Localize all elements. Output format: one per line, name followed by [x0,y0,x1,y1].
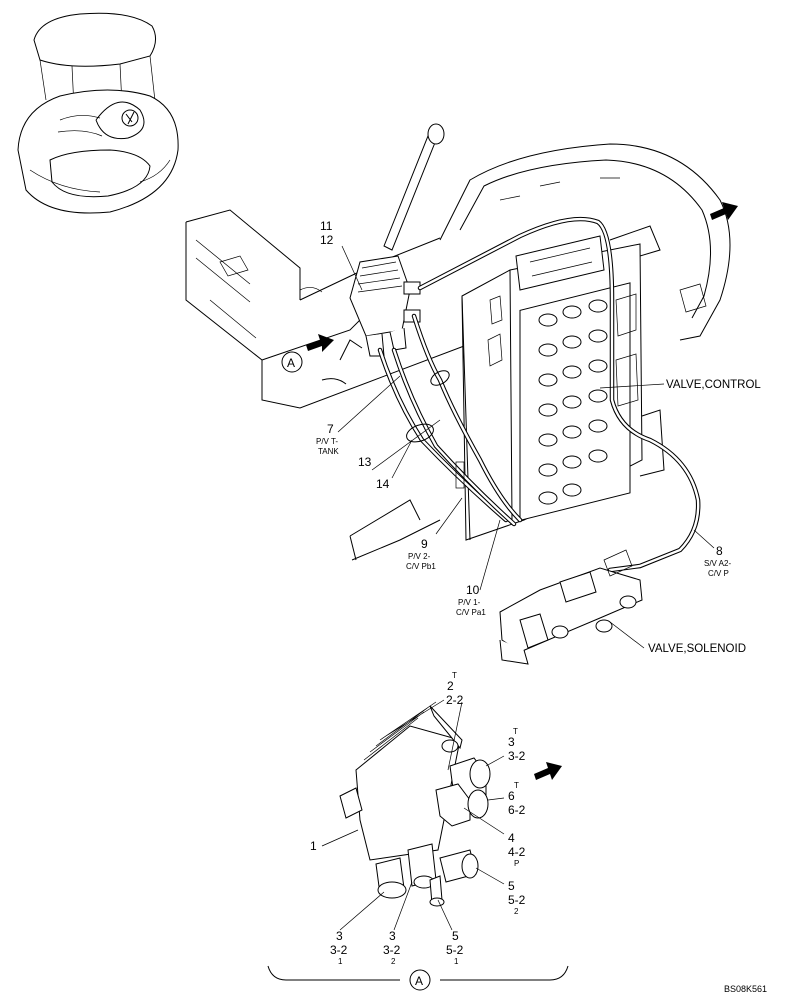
solenoid-valve [499,549,643,665]
view-marker-lower: A [415,974,423,988]
callout-10-sub1: P/V 1- [458,598,481,607]
detail-4: 4 [508,831,515,845]
detail-2: 2 [447,679,454,693]
detail-labels: T 2 2-2 T 3 3-2 T 6 6-2 4 4-2 P 1 5 5-2 … [310,671,526,966]
callout-7-sub1: P/V T- [316,437,338,446]
detail-3-2-a: 3-2 [330,943,348,957]
detail-t-right: T [513,727,518,736]
detail-3-right: 3 [508,735,515,749]
machine-locator-thumbnail [17,12,179,214]
callout-10-sub2: C/V Pa1 [456,608,486,617]
detail-3-2-right: 3-2 [508,749,526,763]
view-marker-upper: A [287,356,295,370]
detail-3-a: 3 [336,929,343,943]
view-a-bracket [267,965,569,991]
detail-t-top: T [452,671,457,680]
label-valve-control: VALVE,CONTROL [666,379,761,391]
pilot-valve-installed [349,255,421,357]
hose-lines [377,216,701,573]
callout-9: 9 [421,537,428,551]
label-valve-solenoid: VALVE,SOLENOID [648,643,746,655]
view-direction-arrow-1 [306,334,334,352]
detail-3-b-sub: 2 [391,957,396,966]
detail-5-right: 5 [508,879,515,893]
callout-7-sub2: TANK [318,447,339,456]
drawing-id: BS08K561 [724,984,767,994]
detail-5-b-sub: 1 [454,957,459,966]
detail-p: P [514,859,519,868]
detail-t-six: T [514,781,519,790]
callout-8-sub1: S/V A2- [704,559,731,568]
detail-view-a-pilot-valve [321,699,505,931]
callout-11: 11 [320,219,333,233]
detail-1: 1 [310,839,317,853]
callout-labels: 11 12 7 P/V T- TANK 13 14 9 P/V 2- C/V P… [287,219,761,988]
detail-3-b: 3 [389,929,396,943]
callout-8-sub2: C/V P [708,569,729,578]
detail-4-2: 4-2 [508,845,526,859]
callout-10: 10 [466,583,480,597]
callout-8: 8 [716,544,723,558]
detail-6: 6 [508,789,515,803]
control-valve-stack [461,235,643,541]
detail-3-a-sub: 1 [338,957,343,966]
callout-14: 14 [376,477,390,491]
callout-7: 7 [327,422,334,436]
view-direction-arrow-3 [534,762,562,780]
detail-6-2: 6-2 [508,803,526,817]
detail-5-2-right: 5-2 [508,893,526,907]
detail-5-b: 5 [452,929,459,943]
detail-5-2-b: 5-2 [446,943,464,957]
machine-frame [185,123,731,561]
callout-12: 12 [320,233,334,247]
leader-lines [337,245,715,649]
view-a-marker-circle [281,351,303,373]
view-direction-arrow-2 [710,202,738,220]
callout-13: 13 [358,455,372,469]
callout-9-sub1: P/V 2- [408,552,431,561]
detail-3-2-b: 3-2 [383,943,401,957]
detail-2-2: 2-2 [446,693,464,707]
detail-5-right-sub: 2 [514,907,519,916]
callout-9-sub2: C/V Pb1 [406,562,436,571]
